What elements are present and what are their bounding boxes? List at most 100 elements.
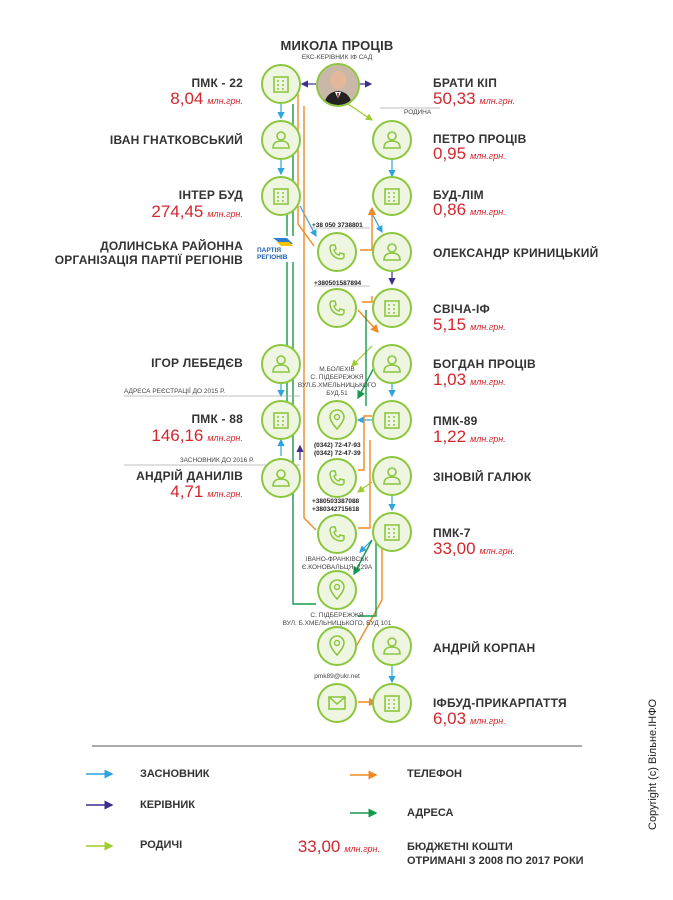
entity-name: ПМК-89 — [433, 414, 478, 428]
node-email-icon[interactable] — [317, 683, 357, 723]
phone-label: +38 050 3738801 — [312, 222, 363, 229]
link-phone — [303, 106, 317, 531]
address-label: ВУЛ. Б.ХМЕЛЬНИЦЬКОГО, БУД 101 — [282, 620, 392, 627]
address-label: ІВАНО-ФРАНКІВСЬК — [305, 556, 369, 563]
entity-name: ІНТЕР БУД — [178, 188, 243, 202]
annotation-family: РОДИНА — [404, 109, 432, 116]
link-phone — [351, 545, 383, 655]
entity-name: ОРГАНІЗАЦІЯ ПАРТІЇ РЕГІОНІВ — [54, 253, 243, 267]
legend-relatives-label: РОДИЧІ — [140, 839, 183, 851]
link-address — [358, 530, 377, 617]
node-person-icon[interactable] — [261, 458, 301, 498]
annotation-founder-until: ЗАСНОВНИК ДО 2016 Р. — [179, 457, 254, 464]
phone-label: +380501587894 — [314, 280, 362, 287]
entity-name: ОЛЕКСАНДР КРИНИЦЬКИЙ — [433, 246, 599, 260]
address-label: С. ПІДБЕРЕЖЖЯ — [310, 612, 364, 619]
phone-label: +380503387088 — [312, 498, 360, 505]
party-logo: ПАРТІЯ РЕГІОНІВ — [255, 236, 299, 262]
address-label: Є.КОНОВАЛЬЦЯ, 229А — [301, 564, 373, 571]
party-logo-icon — [273, 238, 293, 246]
node-building-icon[interactable] — [372, 512, 412, 552]
node-location-icon[interactable] — [317, 626, 357, 666]
node-building-icon[interactable] — [372, 683, 412, 723]
node-phone-icon[interactable] — [317, 288, 357, 328]
entity-name: СВІЧА-ІФ — [433, 302, 490, 316]
link-phone — [358, 440, 371, 529]
node-building-icon[interactable] — [261, 176, 301, 216]
legend-budget-label-1: БЮДЖЕТНІ КОШТИ — [407, 841, 513, 853]
legend-phone-label: ТЕЛЕФОН — [407, 768, 462, 780]
node-person-icon[interactable] — [372, 120, 412, 160]
link-phone — [357, 309, 379, 334]
legend-manager-label: КЕРІВНИК — [140, 799, 195, 811]
node-phone-icon[interactable] — [317, 458, 357, 498]
entity-name: АНДРІЙ КОРПАН — [433, 641, 536, 655]
node-person-icon[interactable] — [372, 344, 412, 384]
link-address — [292, 104, 316, 605]
node-person-icon[interactable] — [372, 626, 412, 666]
top-person-name: МИКОЛА ПРОЦІВ — [280, 38, 394, 53]
entity-name: БУД-ЛІМ — [433, 188, 484, 202]
entity-name: ІГОР ЛЕБЕДЄВ — [151, 356, 243, 370]
entity-name: АНДРІЙ ДАНИЛІВ — [136, 469, 243, 483]
entity-name: ЗІНОВІЙ ГАЛЮК — [433, 470, 532, 484]
node-building-icon[interactable] — [372, 176, 412, 216]
address-label: С. ПІДБЕРЕЖЖЯ — [310, 374, 364, 381]
node-location-icon[interactable] — [317, 570, 357, 610]
annotation-reg-address: АДРЕСА РЕЄСТРАЦІЇ ДО 2015 Р. — [124, 388, 226, 395]
phone-label: (0342) 72-47-39 — [314, 450, 361, 457]
node-building-icon[interactable] — [372, 288, 412, 328]
address-label: М.БОЛЕХІВ — [319, 366, 355, 373]
top-person-photo — [316, 63, 360, 107]
node-person-icon[interactable] — [372, 232, 412, 272]
portrait-icon — [318, 65, 358, 105]
entity-name: БОГДАН ПРОЦІВ — [433, 357, 536, 371]
node-building-icon[interactable] — [261, 400, 301, 440]
entity-name: ПЕТРО ПРОЦІВ — [433, 132, 527, 146]
party-logo-text: ПАРТІЯ РЕГІОНІВ — [257, 247, 288, 261]
phone-label: (0342) 72-47-93 — [314, 442, 361, 449]
link-relatives — [351, 345, 373, 367]
node-location-icon[interactable] — [317, 400, 357, 440]
node-building-icon[interactable] — [372, 400, 412, 440]
node-phone-icon[interactable] — [317, 514, 357, 554]
link-phone — [358, 415, 372, 471]
entity-name: БРАТИ КІП — [433, 76, 498, 90]
entity-name: ІВАН ГНАТКОВСЬКИЙ — [109, 133, 243, 147]
entity-name: ПМК - 22 — [191, 76, 243, 90]
node-building-icon[interactable] — [261, 64, 301, 104]
entity-name: ПМК - 88 — [191, 412, 243, 426]
legend-address-label: АДРЕСА — [407, 807, 454, 819]
link-founder — [299, 205, 317, 238]
node-person-icon[interactable] — [261, 344, 301, 384]
entity-name: ПМК-7 — [433, 526, 471, 540]
entity-name: ІФБУД-ПРИКАРПАТТЯ — [433, 696, 567, 710]
link-relatives — [347, 103, 373, 121]
node-phone-icon[interactable] — [317, 232, 357, 272]
address-label: ВУЛ.Б.ХМЕЛЬНИЦЬКОГО — [297, 382, 377, 389]
phone-label: +380342715618 — [312, 506, 360, 513]
link-founder — [359, 539, 373, 553]
node-person-icon[interactable] — [372, 456, 412, 496]
legend-founder-label: ЗАСНОВНИК — [140, 768, 210, 780]
legend-budget-label-2: ОТРИМАНІ З 2008 ПО 2017 РОКИ — [407, 855, 584, 867]
link-phone — [362, 296, 373, 303]
link-address — [353, 539, 373, 576]
top-person-subtitle: ЕКС-КЕРІВНИК ІФ САД — [301, 54, 373, 61]
node-person-icon[interactable] — [261, 120, 301, 160]
copyright-text: Copyright (c) Вільне.ІНФО — [647, 698, 659, 830]
